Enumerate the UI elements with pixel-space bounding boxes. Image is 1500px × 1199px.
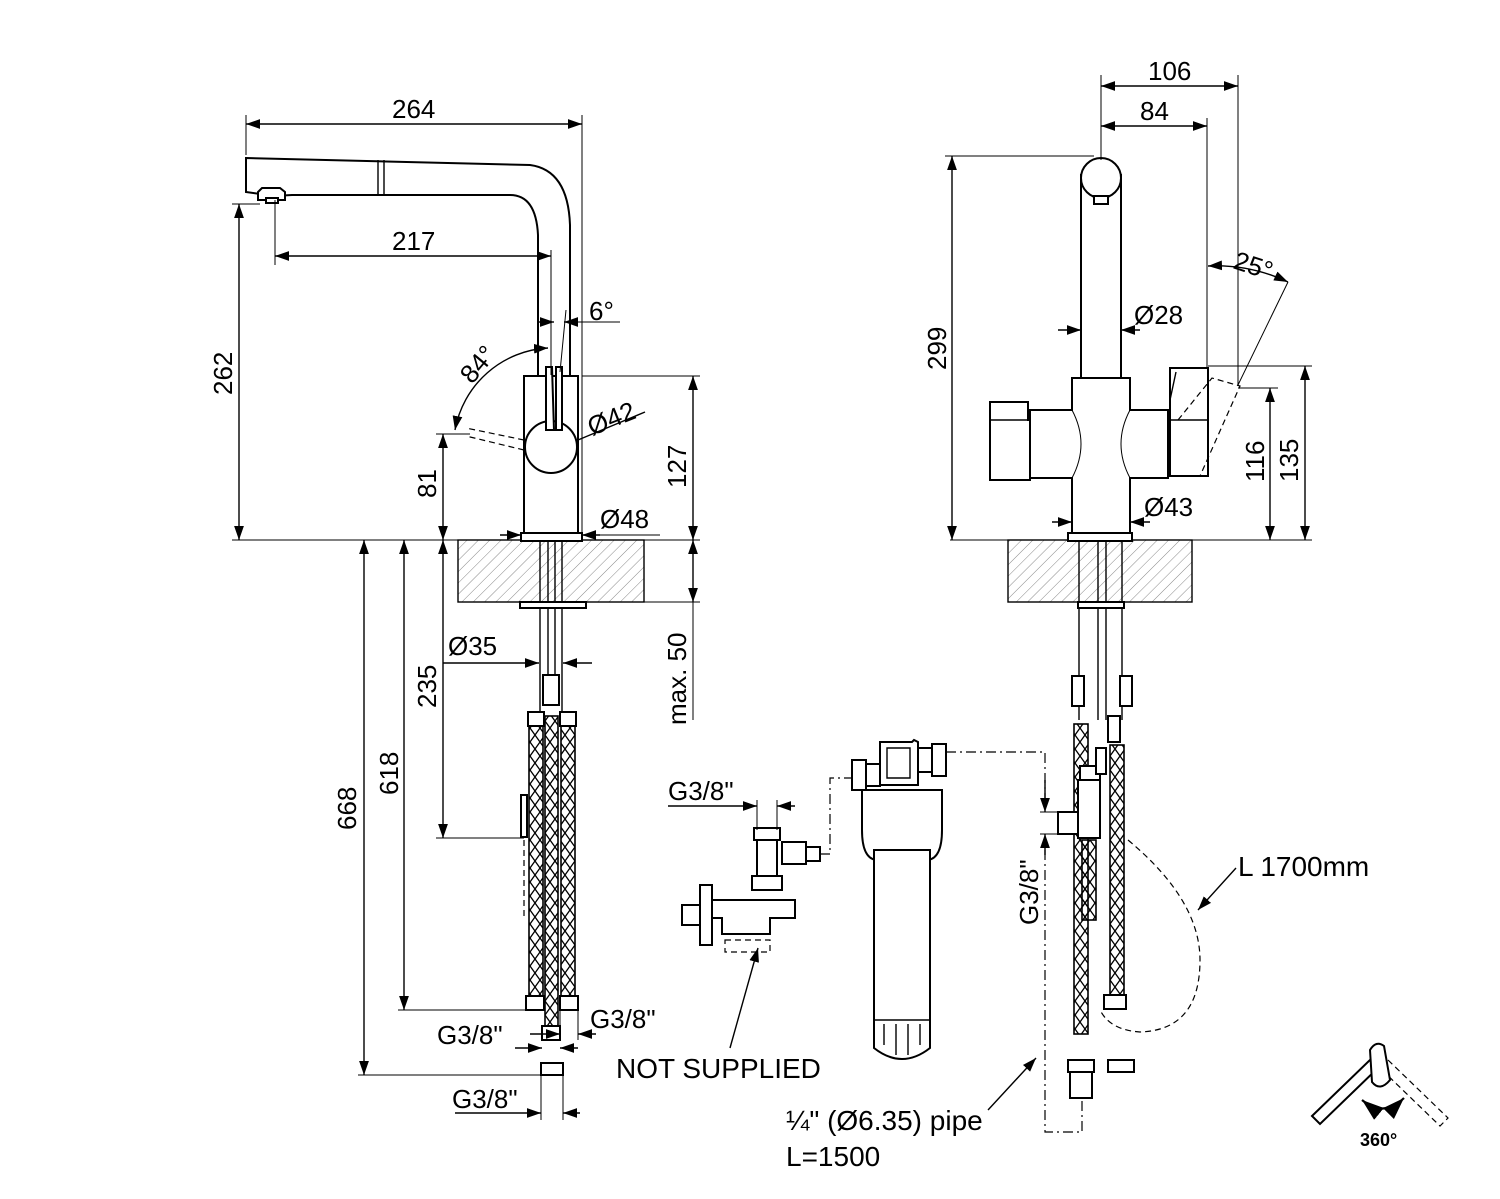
dim-668: 668	[332, 787, 362, 830]
supply-hoses-left	[519, 541, 587, 1076]
dim-135: 135	[1274, 439, 1304, 482]
supply-hoses-right	[1040, 541, 1201, 1099]
dim-6deg: 6°	[589, 296, 614, 326]
worktop-left	[457, 539, 645, 603]
dim-g38-b: G3/8"	[590, 1004, 656, 1034]
dim-max50: max. 50	[662, 633, 692, 726]
faucet-spout-left	[245, 156, 571, 379]
dim-235: 235	[412, 665, 442, 708]
rotation-label: 360°	[1360, 1130, 1397, 1150]
dim-264: 264	[392, 94, 435, 124]
dim-618: 618	[374, 752, 404, 795]
left-view: 264 217 262 6° 84° Ø42 127 81 Ø48 Ø35 23…	[208, 94, 700, 1120]
right-view: 106 84 299 25° Ø28 116 135 Ø43 G3/8" L 1…	[922, 56, 1369, 1099]
dim-g38-a: G3/8"	[437, 1020, 503, 1050]
pipe-label-line2: L=1500	[786, 1141, 880, 1172]
dim-262: 262	[208, 352, 238, 395]
dim-299: 299	[922, 327, 952, 370]
worktop-right	[1007, 539, 1193, 603]
rotation-icon	[1310, 1042, 1449, 1127]
dim-g38-c: G3/8"	[452, 1084, 518, 1114]
dim-116: 116	[1240, 441, 1270, 482]
dim-81: 81	[412, 469, 442, 498]
dim-84deg: 84°	[454, 339, 502, 388]
dim-d43: Ø43	[1144, 492, 1193, 522]
faucet-body-right	[989, 157, 1241, 542]
dim-217: 217	[392, 226, 435, 256]
shutoff-valve	[668, 800, 821, 953]
dimension-lines-right	[945, 75, 1312, 911]
dim-d42: Ø42	[583, 395, 640, 441]
dim-d35: Ø35	[448, 631, 497, 661]
water-filter	[820, 738, 1083, 1133]
dimension-lines-left	[232, 115, 700, 1120]
dim-d28: Ø28	[1134, 300, 1183, 330]
pipe-label-line1: ¼" (Ø6.35) pipe	[786, 1105, 983, 1136]
dim-g38-vertical: G3/8"	[1014, 859, 1044, 925]
hose-length-label: L 1700mm	[1238, 851, 1369, 882]
not-supplied-label: NOT SUPPLIED	[616, 1053, 821, 1084]
faucet-body-left	[465, 366, 583, 542]
dim-106: 106	[1148, 56, 1191, 86]
dim-84: 84	[1140, 96, 1169, 126]
dim-g38-valve: G3/8"	[668, 776, 734, 806]
dim-d48: Ø48	[600, 504, 649, 534]
dim-25deg: 25°	[1230, 245, 1277, 286]
dim-127: 127	[662, 445, 692, 488]
